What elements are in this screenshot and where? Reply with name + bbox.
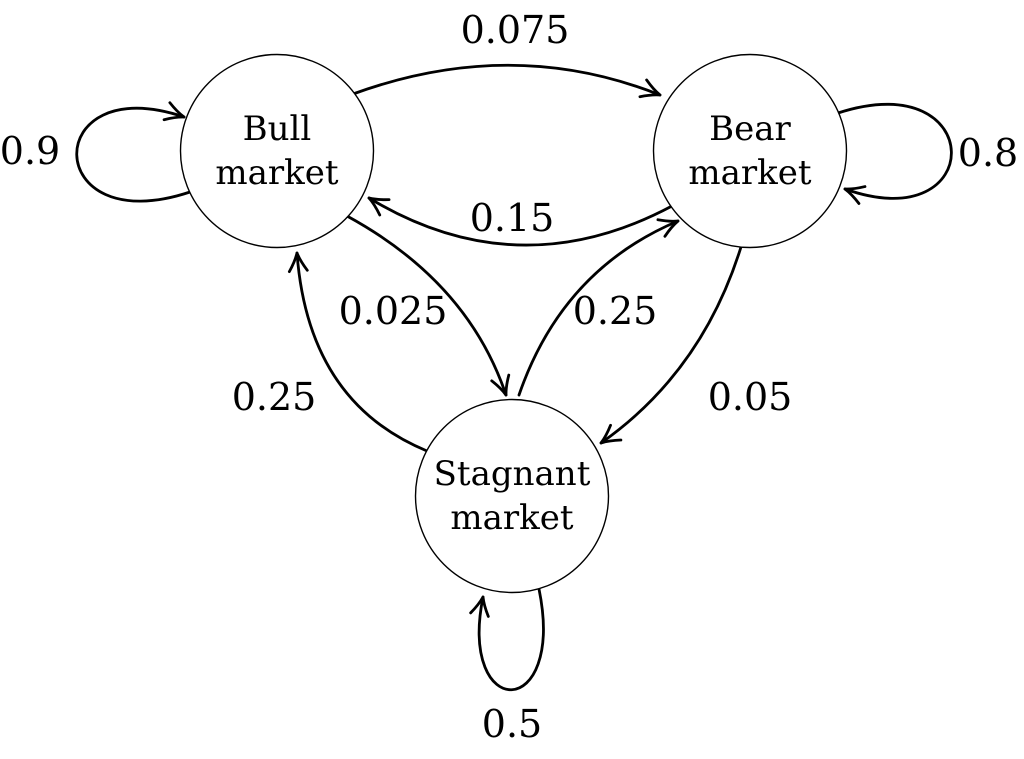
self-loop-bear-arrow: [836, 102, 953, 205]
bear-market-node: [652, 53, 848, 249]
stagnant-node-label-line1: Stagnant: [434, 454, 591, 494]
prob-label-bear-to-bull: 0.15: [470, 196, 555, 240]
edge-stagnant-to-bull-arrow: [287, 251, 429, 453]
stagnant-market-node: [414, 398, 610, 594]
prob-label-stagnant-to-bear: 0.25: [573, 289, 658, 333]
bull-node-label-line2: market: [215, 153, 338, 193]
edge-bear-to-bull-arrow: [367, 196, 674, 247]
bear-node-label-line1: Bear: [709, 109, 791, 149]
self-loop-bull-arrow: [75, 101, 192, 203]
prob-label-bull-to-bear: 0.075: [461, 8, 570, 52]
stagnant-node-label-line2: market: [450, 498, 573, 538]
edge-bull-to-bear-arrow: [351, 63, 662, 99]
prob-label-stagnant-to-bull: 0.25: [232, 375, 317, 419]
prob-label-bear-self-loop: 0.8: [958, 131, 1018, 175]
prob-label-bear-to-stagnant: 0.05: [708, 375, 793, 419]
bear-node-label-line2: market: [688, 153, 811, 193]
edge-bull-to-stagnant-arrow: [345, 214, 511, 397]
self-loop-stagnant-arrow: [469, 587, 545, 692]
edge-bear-to-stagnant-arrow: [599, 245, 743, 445]
edge-stagnant-to-bear-arrow: [517, 218, 680, 397]
prob-label-bull-to-stagnant: 0.025: [339, 289, 448, 333]
prob-label-bull-self-loop: 0.9: [0, 129, 60, 173]
bull-market-node: [179, 53, 375, 249]
prob-label-stagnant-self-loop: 0.5: [482, 702, 542, 746]
bull-node-label-line1: Bull: [243, 109, 312, 149]
